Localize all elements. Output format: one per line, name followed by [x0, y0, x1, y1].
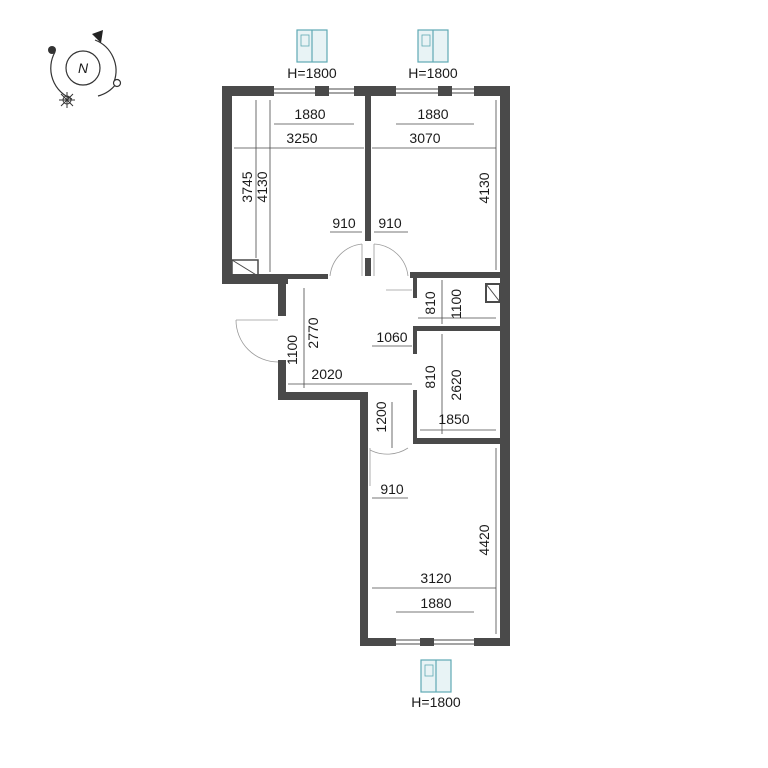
room1-door: 910: [332, 215, 356, 231]
window-height-label: H=1800: [411, 694, 461, 710]
window-icon-top-left: [296, 29, 328, 63]
compass-inner-circle: [65, 50, 101, 86]
compass-arrow-icon: [92, 30, 103, 43]
hall-width: 2020: [311, 366, 342, 382]
room2-window-width: 1880: [417, 106, 448, 122]
walls: [222, 86, 510, 646]
wc-width: 810: [422, 291, 438, 315]
room3-door: 910: [380, 481, 404, 497]
hall-depth: 2770: [305, 317, 321, 348]
room1-depth: 4130: [254, 171, 270, 202]
bath-door: 810: [422, 365, 438, 389]
room3-window-width: 1880: [420, 595, 451, 611]
compass-dot: [48, 46, 56, 54]
room1-depth-inner: 3745: [239, 171, 255, 202]
window-icon-top-right: [417, 29, 449, 63]
wc-depth: 1100: [448, 289, 464, 319]
sun-icon: [59, 92, 75, 108]
room2-door: 910: [378, 215, 402, 231]
windows-plan: [274, 88, 474, 645]
dimension-lines: [234, 100, 497, 634]
bath-width: 1850: [438, 411, 469, 427]
room3-depth: 4420: [476, 524, 492, 555]
dimension-labels: 1880 3250 3745 4130 910 1880 3070 4130 9…: [239, 106, 492, 611]
window-height-label: H=1800: [287, 65, 337, 81]
compass: N: [48, 30, 122, 108]
compass-arc-bottom: [97, 83, 117, 97]
room1-window-width: 1880: [294, 106, 325, 122]
corridor-width: 1200: [373, 401, 389, 432]
room3-width: 3120: [420, 570, 451, 586]
window-icon-bottom: [420, 659, 452, 693]
window-height-label: H=1800: [408, 65, 458, 81]
entry-door: 1100: [284, 335, 300, 365]
hall-opening: 1060: [376, 329, 407, 345]
bath-depth: 2620: [448, 369, 464, 400]
room2-depth: 4130: [476, 172, 492, 203]
compass-direction-label: N: [78, 60, 89, 76]
compass-arc-right: [94, 39, 117, 83]
doors: [235, 243, 412, 486]
room2-width: 3070: [409, 130, 440, 146]
room1-width: 3250: [286, 130, 317, 146]
compass-end-dot: [112, 78, 122, 88]
